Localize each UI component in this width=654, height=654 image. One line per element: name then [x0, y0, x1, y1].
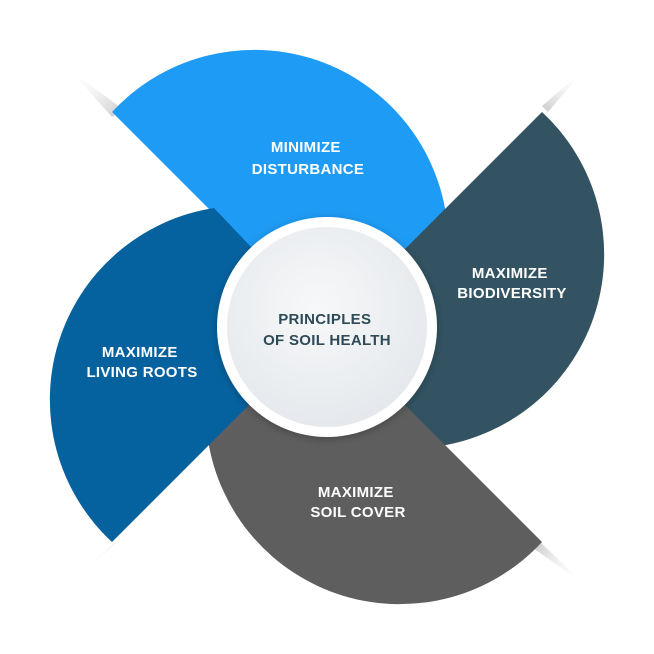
label-bottom-line2: SOIL COVER — [310, 504, 405, 521]
label-left-line1: MAXIMIZE — [102, 344, 178, 361]
label-right: MAXIMIZE BIODIVERSITY — [457, 265, 566, 302]
center-title: PRINCIPLES OF SOIL HEALTH — [263, 311, 391, 349]
shadow-line-bottom-right — [533, 542, 584, 584]
label-top: MINIMIZE DISTURBANCE — [252, 139, 364, 178]
shadow-line-top-right — [542, 70, 584, 112]
center-title-line2: OF SOIL HEALTH — [263, 332, 391, 349]
label-right-line1: MAXIMIZE — [472, 265, 548, 282]
label-top-line2: DISTURBANCE — [252, 161, 364, 178]
label-right-line2: BIODIVERSITY — [457, 285, 566, 302]
shadow-line-bottom-left — [70, 540, 118, 584]
label-bottom: MAXIMIZE SOIL COVER — [310, 484, 405, 521]
center-title-line1: PRINCIPLES — [278, 311, 371, 328]
center-disc — [227, 227, 427, 427]
label-bottom-line1: MAXIMIZE — [318, 484, 394, 501]
label-top-line1: MINIMIZE — [271, 139, 341, 156]
label-left: MAXIMIZE LIVING ROOTS — [86, 344, 197, 381]
label-left-line2: LIVING ROOTS — [86, 364, 197, 381]
shadow-line-top-left — [70, 70, 124, 117]
